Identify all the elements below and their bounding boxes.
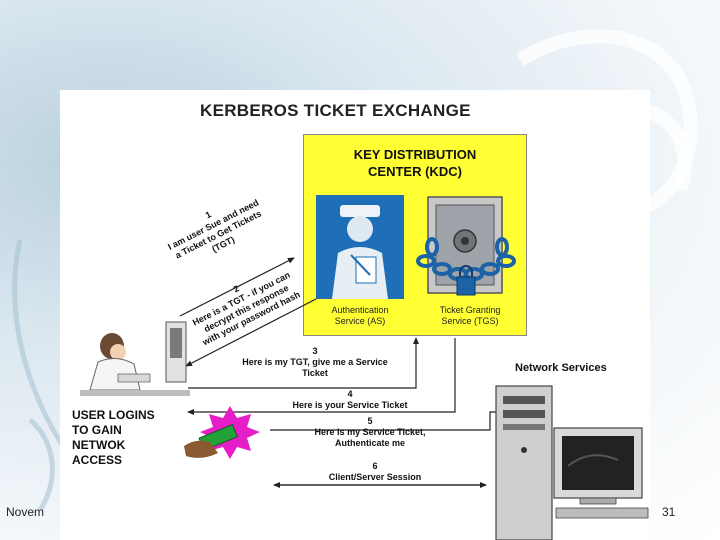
arrow-step-1 (179, 257, 295, 317)
user-at-computer-icon (80, 321, 190, 396)
step-6-line1: Client/Server Session (328, 472, 422, 482)
tgs-label-line1: Ticket Granting (439, 305, 501, 315)
slide-footer-date: Novem (6, 505, 45, 519)
user-logins-line3: NETWOK (72, 438, 126, 452)
as-label: Authentication Service (AS) (310, 305, 410, 327)
step-3-line2: Ticket (302, 368, 328, 378)
step-5-line1: Here is my Service Ticket, (314, 427, 426, 437)
diagram-title: KERBEROS TICKET EXCHANGE (200, 101, 471, 120)
user-logins-line1: USER LOGINS (72, 408, 155, 422)
arrow-step-4 (187, 338, 456, 415)
step-4-label: 4 Here is your Service Ticket (260, 389, 440, 411)
user-logins-label: USER LOGINS TO GAIN NETWOK ACCESS (72, 408, 155, 468)
as-label-line1: Authentication (331, 305, 389, 315)
slide-page-number: 31 (662, 505, 676, 519)
step-5-label: 5 Here is my Service Ticket, Authenticat… (290, 416, 450, 449)
chained-safe-icon (416, 196, 516, 296)
step-3-line1: Here is my TGT, give me a Service (242, 357, 388, 367)
server-computer-icon (495, 385, 649, 540)
step-6-label: 6 Client/Server Session (305, 461, 445, 483)
kdc-title: KEY DISTRIBUTION CENTER (KDC) (304, 146, 526, 180)
kdc-box: KEY DISTRIBUTION CENTER (KDC) (303, 134, 527, 336)
authentication-officer-icon (316, 195, 404, 299)
arrows-layer (80, 257, 649, 540)
kdc-title-line2: CENTER (KDC) (368, 164, 462, 179)
user-logins-line4: ACCESS (72, 453, 123, 467)
step-4-line1: Here is your Service Ticket (292, 400, 408, 410)
user-logins-line2: TO GAIN (72, 423, 122, 437)
step-3-number: 3 (312, 346, 318, 356)
arrow-step-2 (185, 298, 317, 367)
arrow-step-3 (188, 337, 419, 389)
tgs-label: Ticket Granting Service (TGS) (420, 305, 520, 327)
ticket-burst-icon (184, 406, 260, 459)
step-3-label: 3 Here is my TGT, give me a Service Tick… (200, 346, 430, 379)
tgs-label-line2: Service (TGS) (441, 316, 499, 326)
as-label-line2: Service (AS) (334, 316, 386, 326)
network-services-label: Network Services (515, 362, 607, 374)
step-5-number: 5 (367, 416, 373, 426)
step-4-number: 4 (347, 389, 353, 399)
step-5-line2: Authenticate me (334, 438, 405, 448)
step-6-number: 6 (372, 461, 378, 471)
kdc-title-line1: KEY DISTRIBUTION (353, 147, 477, 162)
kerberos-diagram: KERBEROS TICKET EXCHANGE KEY DISTRIBUTIO… (60, 90, 650, 540)
